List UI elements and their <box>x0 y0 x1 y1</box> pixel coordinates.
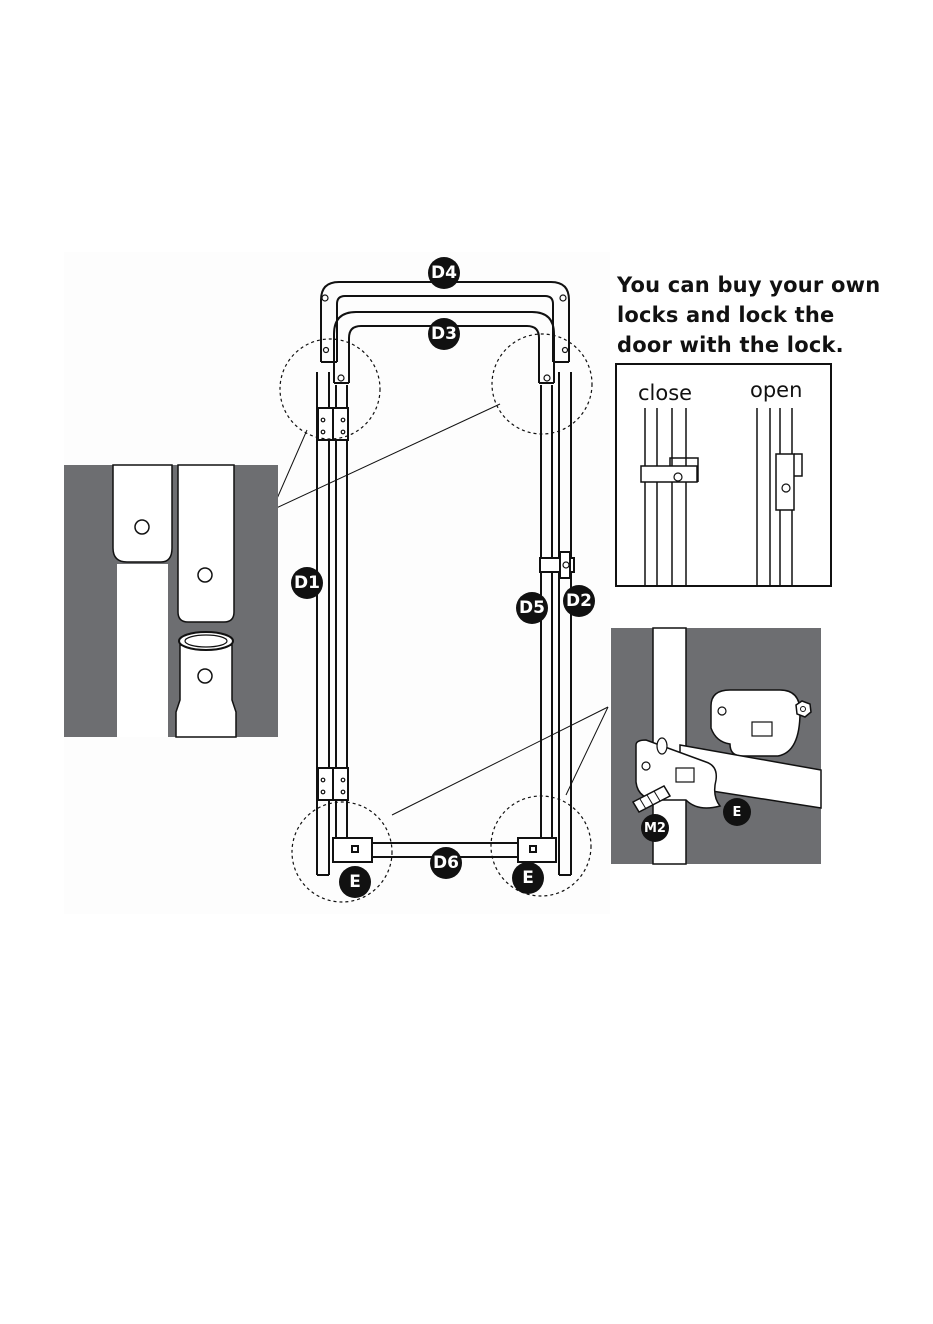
part-label-d2: D2 <box>563 585 595 617</box>
part-label-d3: D3 <box>428 318 460 350</box>
part-label-m2: M2 <box>641 814 669 842</box>
part-label-e-left: E <box>339 866 371 898</box>
lock-note-line-1: You can buy your own <box>617 270 917 300</box>
part-label-d5: D5 <box>516 592 548 624</box>
lock-close-label: close <box>638 381 692 405</box>
lock-note: You can buy your own locks and lock the … <box>617 270 917 360</box>
tube-joint-detail <box>64 465 278 737</box>
lock-note-line-2: locks and lock the <box>617 300 917 330</box>
part-label-d4: D4 <box>428 257 460 289</box>
lock-note-line-3: door with the lock. <box>617 330 917 360</box>
part-label-d1: D1 <box>291 567 323 599</box>
lock-open-label: open <box>750 378 802 402</box>
part-label-e-right: E <box>512 862 544 894</box>
part-label-e-detail: E <box>723 798 751 826</box>
part-label-d6: D6 <box>430 847 462 879</box>
